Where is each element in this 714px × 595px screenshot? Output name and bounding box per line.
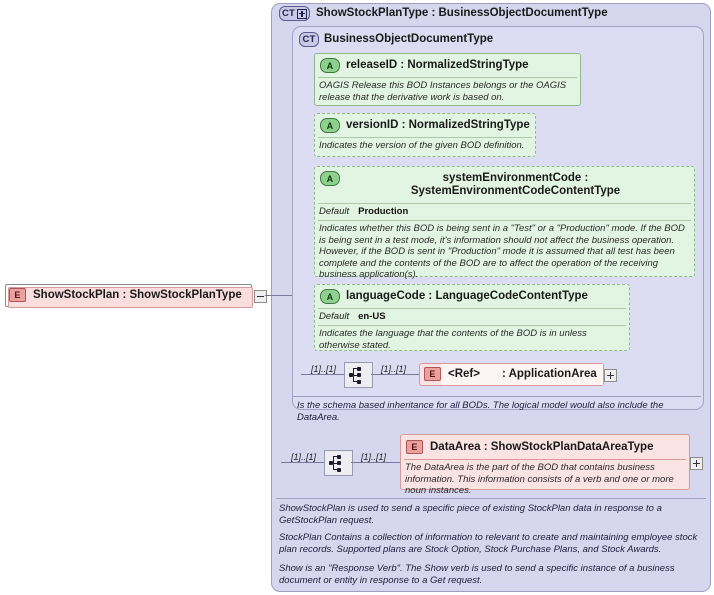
- cardinality-right-dataarea: [1]..[1]: [361, 452, 387, 462]
- cardinality-left-applicationarea: [1]..[1]: [311, 364, 337, 374]
- attribute-box-versionid[interactable]: [314, 113, 536, 157]
- divider: [318, 220, 691, 221]
- element-box-applicationarea-inner: [441, 364, 603, 385]
- complextype-outer-badge-label: CT: [281, 8, 296, 19]
- attribute-box-systemenvironmentcode[interactable]: [314, 166, 695, 277]
- attribute-badge-label: A: [326, 173, 334, 184]
- attribute-default-row-systemenvironmentcode: Default Production: [319, 206, 408, 217]
- attribute-title-releaseid: releaseID : NormalizedStringType: [346, 59, 529, 71]
- complextype-inner-badge[interactable]: CT: [299, 32, 319, 47]
- attribute-badge-label: A: [326, 291, 334, 302]
- element-badge-dataarea: E: [406, 440, 423, 454]
- sequence-compositor-icon[interactable]: [344, 362, 373, 388]
- sequence-compositor-icon[interactable]: [324, 450, 353, 476]
- attribute-title-systemenvironmentcode: systemEnvironmentCode : SystemEnvironmen…: [410, 172, 621, 197]
- element-title-applicationarea-ref: <Ref>: [448, 368, 480, 380]
- root-element-box[interactable]: [5, 284, 253, 308]
- root-element-badge-label: E: [14, 290, 21, 300]
- element-badge-label: E: [429, 369, 436, 379]
- diagram-documentation-2: StockPlan Contains a collection of infor…: [279, 532, 698, 555]
- element-box-dataarea[interactable]: [400, 434, 690, 490]
- element-badge-applicationarea: E: [424, 367, 441, 381]
- divider: [404, 459, 686, 460]
- divider: [318, 203, 691, 204]
- complextype-inner-title: BusinessObjectDocumentType: [324, 33, 494, 45]
- complextype-inner-documentation: Is the schema based inheritance for all …: [297, 400, 664, 423]
- attribute-badge-label: A: [326, 60, 334, 71]
- divider: [318, 77, 577, 78]
- divider: [293, 396, 701, 397]
- collapse-button-root[interactable]: [254, 290, 267, 303]
- attribute-badge-releaseid: A: [320, 58, 340, 73]
- attribute-badge-systemenvironmentcode: A: [320, 171, 340, 186]
- complextype-outer-title: ShowStockPlanType : BusinessObjectDocume…: [316, 7, 608, 19]
- attribute-doc-versionid: Indicates the version of the given BOD d…: [319, 140, 525, 151]
- divider: [318, 137, 532, 138]
- attribute-default-row-languagecode: Default en-US: [319, 311, 386, 322]
- complextype-outer-badge[interactable]: CT: [279, 6, 310, 21]
- diagram-documentation-3: Show is an "Response Verb". The Show ver…: [279, 563, 675, 586]
- complextype-inner-badge-label: CT: [302, 34, 316, 45]
- plus-icon[interactable]: [297, 8, 308, 19]
- connector-line: [371, 374, 419, 375]
- attribute-badge-versionid: A: [320, 118, 340, 133]
- divider: [276, 498, 706, 499]
- attribute-doc-systemenvironmentcode: Indicates whether this BOD is being sent…: [319, 223, 685, 280]
- divider: [318, 325, 626, 326]
- element-title-dataarea: DataArea : ShowStockPlanDataAreaType: [430, 441, 654, 453]
- root-element-title: ShowStockPlan : ShowStockPlanType: [33, 289, 242, 301]
- connector-line: [265, 295, 292, 296]
- element-title-applicationarea-type: : ApplicationArea: [502, 368, 597, 380]
- expand-button-dataarea[interactable]: [690, 457, 703, 470]
- attribute-box-languagecode[interactable]: [314, 284, 630, 351]
- divider: [318, 308, 626, 309]
- attribute-badge-languagecode: A: [320, 289, 340, 304]
- attribute-doc-languagecode: Indicates the language that the contents…: [319, 328, 587, 351]
- diagram-documentation-1: ShowStockPlan is used to send a specific…: [279, 503, 662, 526]
- default-label: Default: [319, 311, 350, 322]
- connector-line: [301, 374, 344, 375]
- root-element-fill: [8, 287, 253, 308]
- attribute-title-languagecode: languageCode : LanguageCodeContentType: [346, 290, 588, 302]
- connector-line: [281, 462, 324, 463]
- element-doc-dataarea: The DataArea is the part of the BOD that…: [405, 462, 674, 496]
- attribute-title-versionid: versionID : NormalizedStringType: [346, 119, 530, 131]
- attribute-badge-label: A: [326, 120, 334, 131]
- attribute-doc-releaseid: OAGIS Release this BOD Instances belongs…: [319, 80, 567, 103]
- connector-line: [351, 462, 401, 463]
- root-element-badge: E: [9, 288, 26, 302]
- attribute-box-releaseid[interactable]: [314, 53, 581, 106]
- default-value: Production: [358, 206, 409, 217]
- default-label: Default: [319, 206, 350, 217]
- cardinality-left-dataarea: [1]..[1]: [291, 452, 317, 462]
- cardinality-right-applicationarea: [1]..[1]: [381, 364, 407, 374]
- default-value: en-US: [358, 311, 386, 322]
- expand-button-applicationarea[interactable]: [604, 369, 617, 382]
- element-badge-label: E: [411, 442, 418, 452]
